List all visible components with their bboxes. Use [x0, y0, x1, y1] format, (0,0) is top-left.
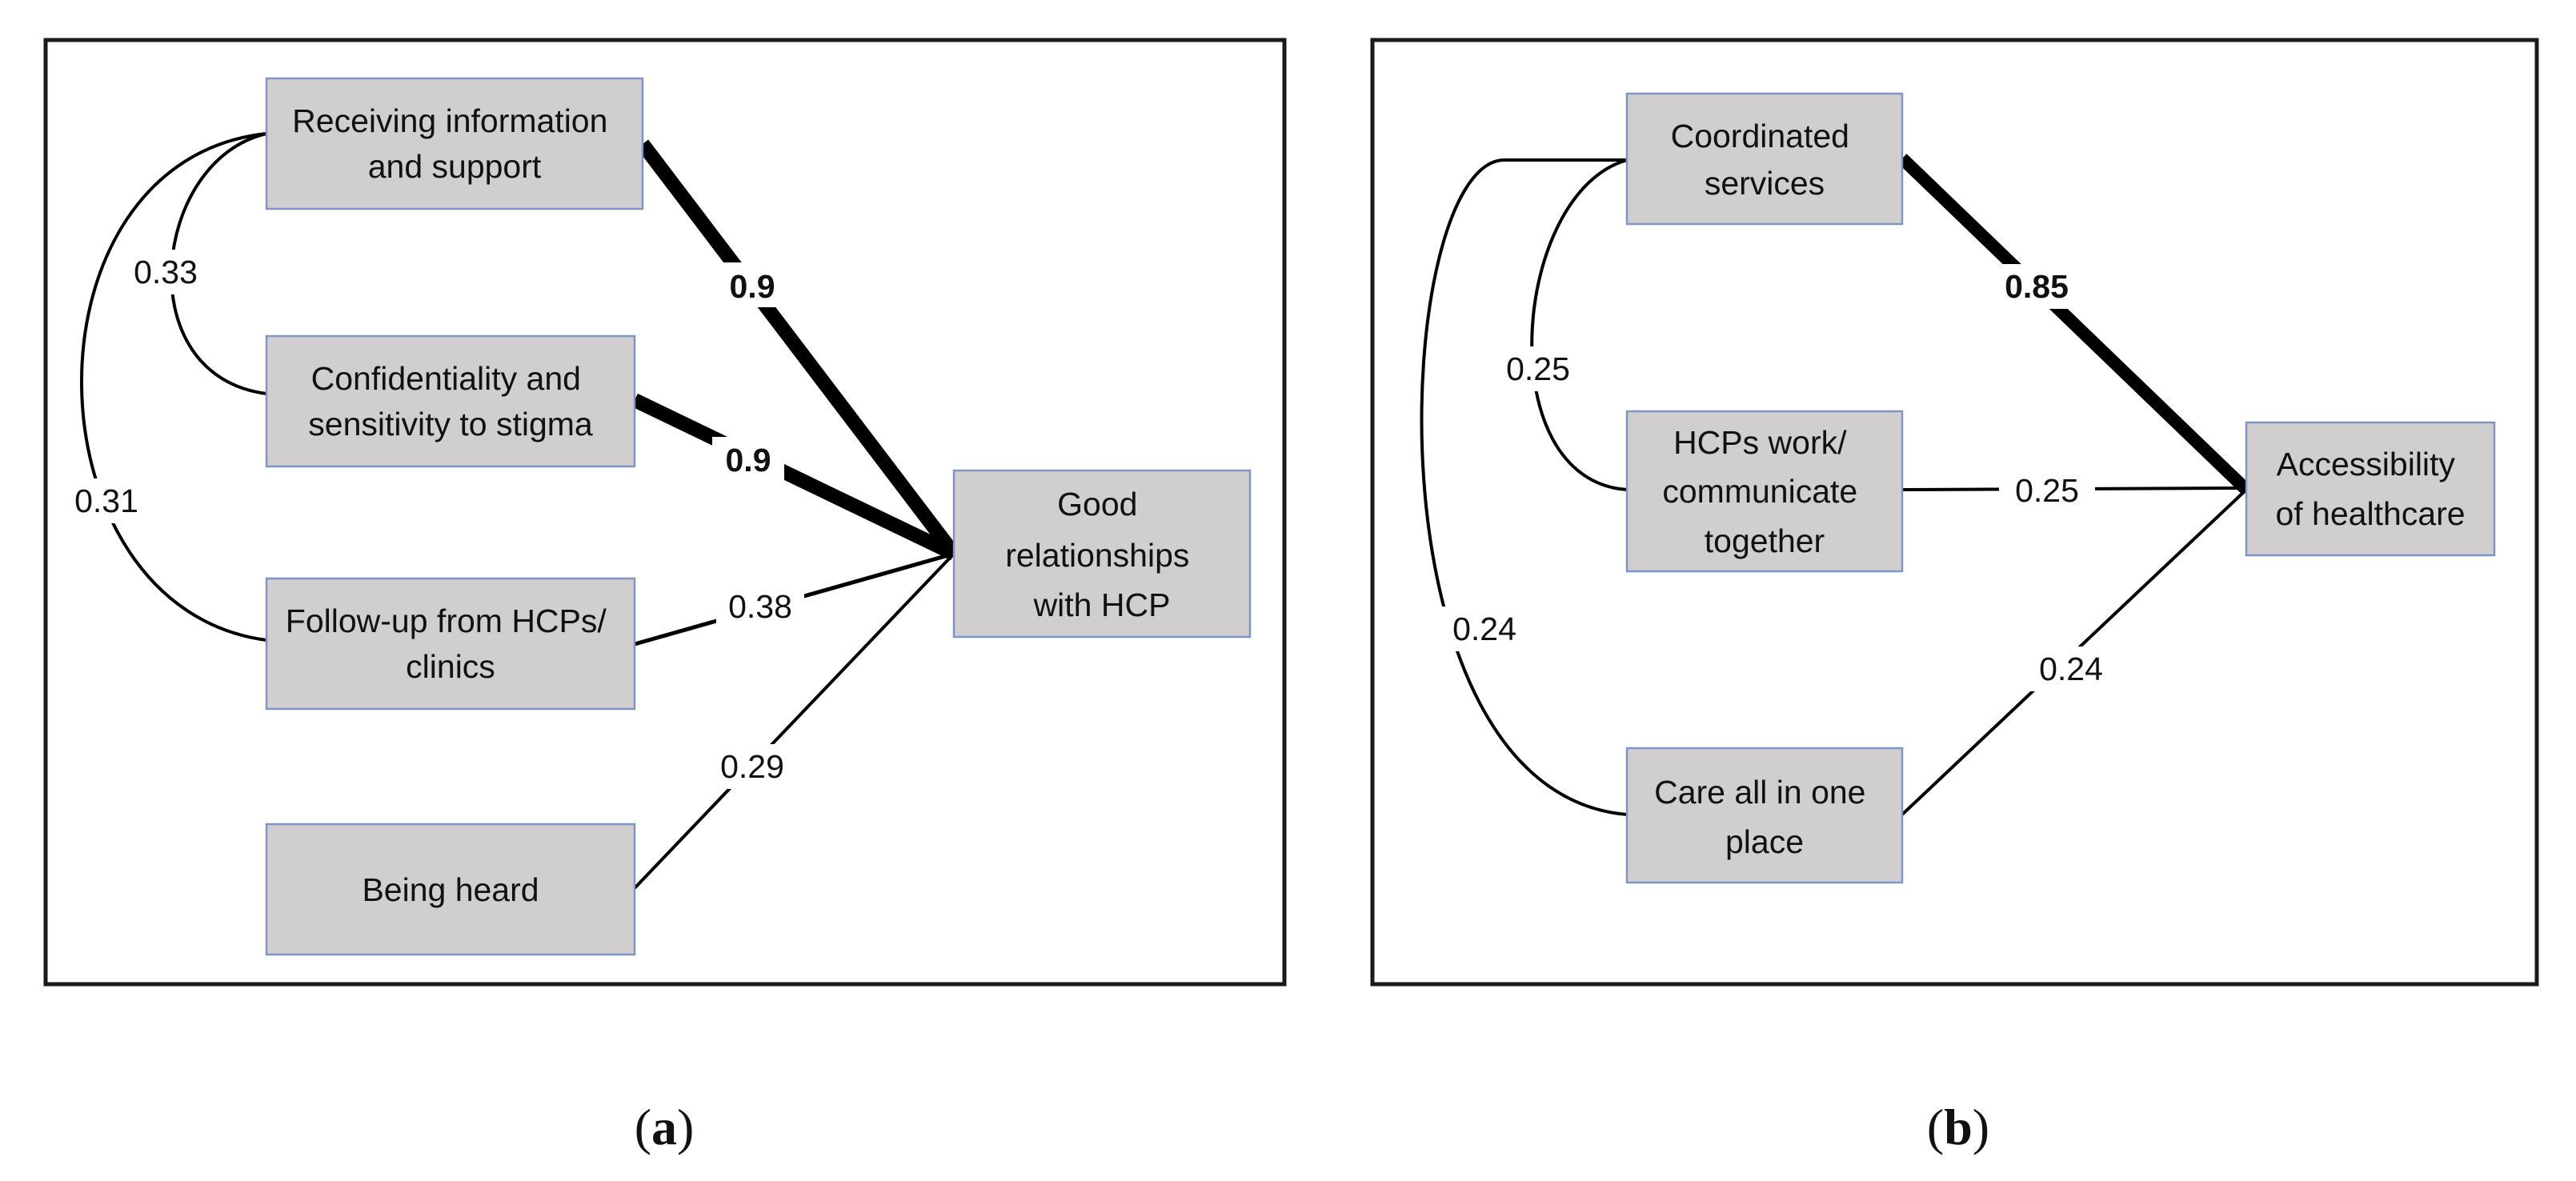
- correlation-label: 0.33: [134, 254, 198, 290]
- svg-text:Confidentiality and se: Confidentiality and sensitivity to stigm…: [308, 360, 593, 442]
- path-a-receiving-to-good: [636, 139, 960, 558]
- node-confidentiality: Confidentiality and sensitivity to stigm…: [265, 334, 636, 468]
- node-care-in-one-place: Care all in one place: [1625, 747, 1904, 884]
- node-label-line: sensitivity to stigma: [308, 406, 593, 442]
- node-receiving-information: Receiving information and support: [265, 77, 644, 210]
- node-coordinated-services: Coordinated services: [1625, 92, 1904, 226]
- node-label-line: communicate: [1662, 473, 1857, 510]
- panel-a-caption-letter: a: [651, 1099, 677, 1155]
- correlation-label: 0.25: [1506, 350, 1570, 387]
- node-label-line: services: [1705, 165, 1825, 202]
- svg-text:Accessibility of healt: Accessibility of healthcare: [2275, 446, 2465, 532]
- svg-text:Coordinated services: Coordinated services: [1671, 118, 1859, 202]
- svg-text:Care all in one place: Care all in one place: [1654, 774, 1875, 860]
- node-hcps-work: HCPs work/ communicate together: [1625, 410, 1904, 573]
- node-label-line: together: [1705, 522, 1825, 559]
- svg-text:Being heard: Being heard: [362, 871, 539, 908]
- path-coefficient-label: 0.24: [2039, 651, 2103, 687]
- node-label-line: Accessibility: [2277, 446, 2456, 482]
- node-label-line: Confidentiality and: [311, 360, 581, 397]
- node-good-relationships: Good relationships with HCP: [952, 469, 1252, 639]
- correlation-b-care-coordinated: [1420, 158, 1628, 816]
- panel-a: Receiving information and support Confid…: [43, 38, 1287, 987]
- correlation-label: 0.31: [74, 482, 138, 519]
- node-label-line: with HCP: [1033, 586, 1171, 623]
- panel-b: Coordinated services HCPs work/ communic…: [1370, 38, 2539, 987]
- node-label-line: and support: [368, 148, 542, 185]
- svg-text:HCPs work/ communicate: HCPs work/ communicate together: [1662, 424, 1866, 559]
- svg-text:Receiving information: Receiving information and support: [292, 102, 617, 185]
- node-follow-up: Follow-up from HCPs/ clinics: [265, 577, 636, 711]
- svg-text:Good relationships: Good relationships with HCP: [1005, 486, 1199, 623]
- path-coefficient-label: 0.25: [2015, 472, 2079, 509]
- path-b-coordinated-to-accessibility: [1897, 154, 2251, 494]
- path-coefficient-label: 0.38: [728, 588, 792, 625]
- node-being-heard: Being heard: [265, 823, 636, 956]
- panel-b-caption-letter: b: [1944, 1099, 1973, 1155]
- node-label-line: Receiving information: [292, 102, 607, 139]
- node-label-line: Being heard: [362, 871, 539, 908]
- path-a-heard-to-good: [633, 552, 955, 890]
- path-coefficient-label: 0.85: [2005, 268, 2069, 305]
- svg-text:Follow-up from HCPs/ c: Follow-up from HCPs/ clinics: [286, 603, 615, 685]
- node-label-line: Care all in one: [1654, 774, 1865, 811]
- node-label-line: HCPs work/: [1673, 424, 1847, 461]
- path-coefficient-label: 0.9: [726, 442, 771, 478]
- node-label-line: Good: [1057, 486, 1137, 522]
- node-label-line: clinics: [406, 648, 495, 685]
- path-a-confidentiality-to-good: [631, 393, 957, 561]
- panel-b-caption: (b): [1927, 1099, 1989, 1155]
- correlation-label: 0.24: [1452, 611, 1516, 647]
- path-coefficient-label: 0.29: [720, 748, 784, 785]
- node-label-line: Follow-up from HCPs/: [286, 603, 607, 639]
- path-coefficient-label: 0.9: [730, 268, 775, 305]
- correlation-b-hcps-coordinated: [1530, 158, 1628, 491]
- correlation-a-followup-receiving: [80, 131, 267, 642]
- node-label-line: place: [1725, 823, 1804, 860]
- node-label-line: Coordinated: [1671, 118, 1849, 154]
- node-label-line: of healthcare: [2275, 495, 2465, 532]
- panel-a-caption: (a): [635, 1099, 695, 1155]
- node-accessibility: Accessibility of healthcare: [2245, 421, 2496, 557]
- node-label-line: relationships: [1005, 537, 1189, 574]
